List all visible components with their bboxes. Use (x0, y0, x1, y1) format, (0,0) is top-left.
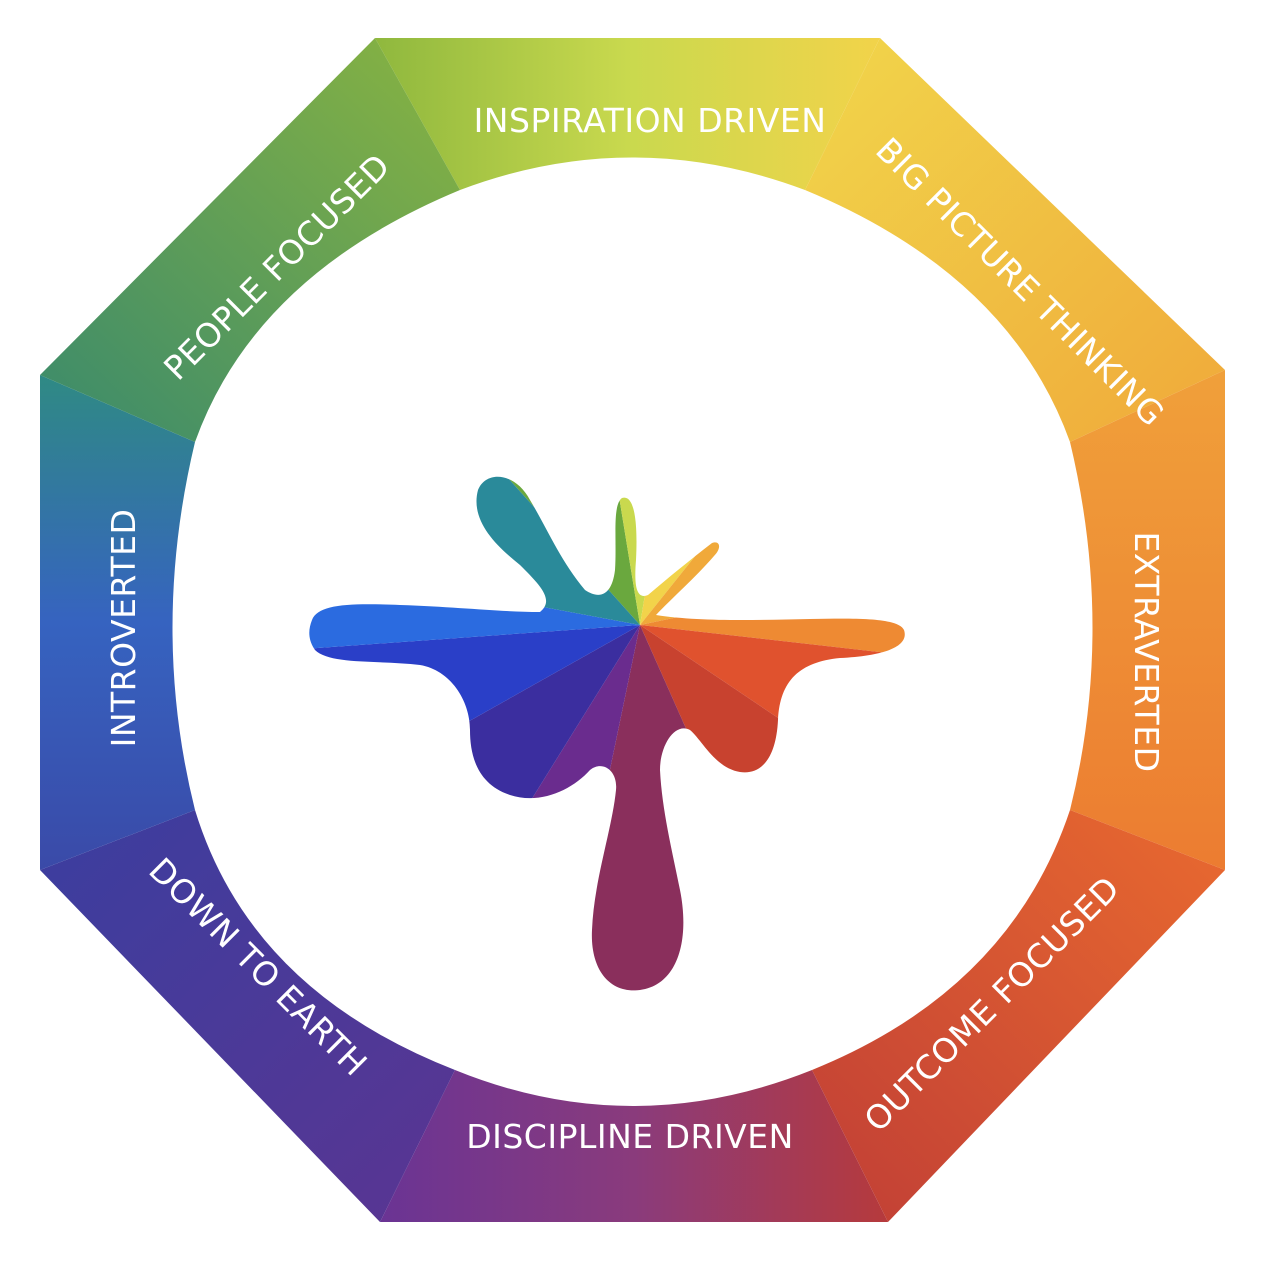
ring-segment-bottom-right (812, 810, 1225, 1222)
ring-segment-bottom-left (40, 810, 455, 1222)
ring-segment-left (40, 375, 195, 870)
ring-segment-top (375, 38, 880, 190)
ring-segment-right (1070, 370, 1225, 870)
label-discipline-driven: DISCIPLINE DRIVEN (466, 1117, 794, 1156)
label-extraverted: EXTRAVERTED (1127, 532, 1166, 773)
ring-segment-top-right (805, 38, 1225, 442)
label-inspiration-driven: INSPIRATION DRIVEN (474, 101, 827, 140)
ring-segment-bottom (380, 1070, 888, 1222)
label-introverted: INTROVERTED (104, 509, 143, 748)
ring-segment-top-left (40, 38, 460, 442)
